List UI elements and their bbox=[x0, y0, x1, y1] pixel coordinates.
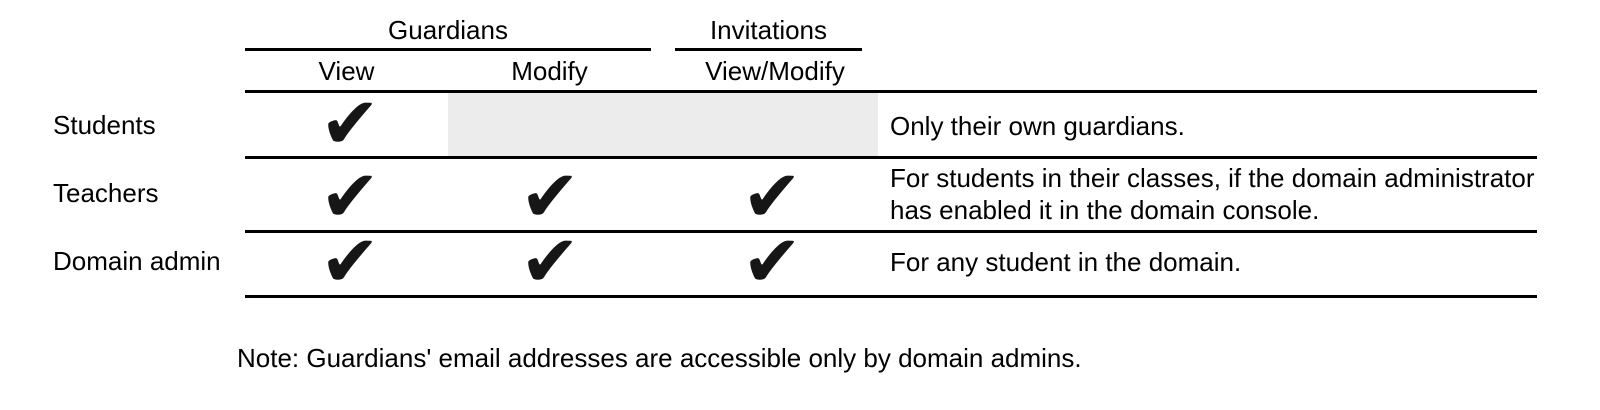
column-header-modify: Modify bbox=[511, 56, 588, 86]
teachers-view-check-icon: ✔ bbox=[319, 154, 381, 238]
domain-admin-view-modify-check-icon: ✔ bbox=[741, 219, 803, 303]
domain-admin-modify-check-icon: ✔ bbox=[519, 219, 581, 303]
table-bottom-border bbox=[245, 295, 1537, 298]
column-group-guardians-label: Guardians bbox=[388, 15, 508, 45]
teachers-view-modify-check-icon: ✔ bbox=[741, 154, 803, 238]
row-divider-teachers bbox=[245, 230, 1537, 233]
invitations-underline bbox=[675, 48, 862, 51]
teachers-modify-check-icon: ✔ bbox=[519, 154, 581, 238]
column-group-invitations-label: Invitations bbox=[709, 15, 828, 45]
note-teachers: For students in their classes, if the do… bbox=[890, 163, 1535, 225]
note-domain-admin: For any student in the domain. bbox=[890, 247, 1242, 277]
row-label-teachers: Teachers bbox=[53, 178, 159, 208]
row-label-students: Students bbox=[53, 110, 156, 140]
students-view-check-icon: ✔ bbox=[319, 81, 381, 165]
row-label-domain-admin: Domain admin bbox=[53, 246, 221, 276]
column-header-view-modify: View/Modify bbox=[705, 56, 845, 86]
students-disabled-cell bbox=[448, 93, 878, 156]
column-header-view: View bbox=[318, 56, 375, 86]
header-divider bbox=[245, 90, 1537, 93]
guardians-underline bbox=[245, 48, 651, 51]
footnote: Note: Guardians' email addresses are acc… bbox=[237, 343, 1082, 373]
row-divider-students bbox=[245, 156, 1537, 159]
domain-admin-view-check-icon: ✔ bbox=[319, 219, 381, 303]
note-students: Only their own guardians. bbox=[890, 111, 1185, 141]
